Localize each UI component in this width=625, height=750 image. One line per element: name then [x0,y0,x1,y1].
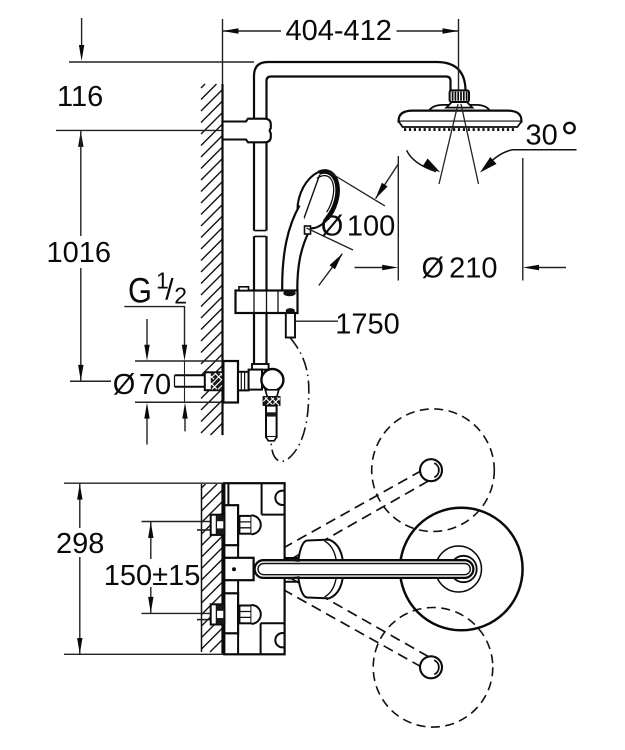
svg-text:298: 298 [56,528,104,560]
svg-text:1016: 1016 [47,237,112,269]
svg-text:1750: 1750 [335,308,400,340]
svg-text:1: 1 [156,268,169,294]
svg-text:30: 30 [526,120,558,152]
svg-text:2: 2 [174,283,187,309]
svg-text:150±15: 150±15 [104,560,201,592]
svg-text:/: / [165,274,174,307]
svg-text:Ø70: Ø70 [113,369,171,401]
svg-text:116: 116 [57,81,103,113]
svg-text:G: G [128,271,152,310]
svg-text:404-412: 404-412 [286,15,392,47]
